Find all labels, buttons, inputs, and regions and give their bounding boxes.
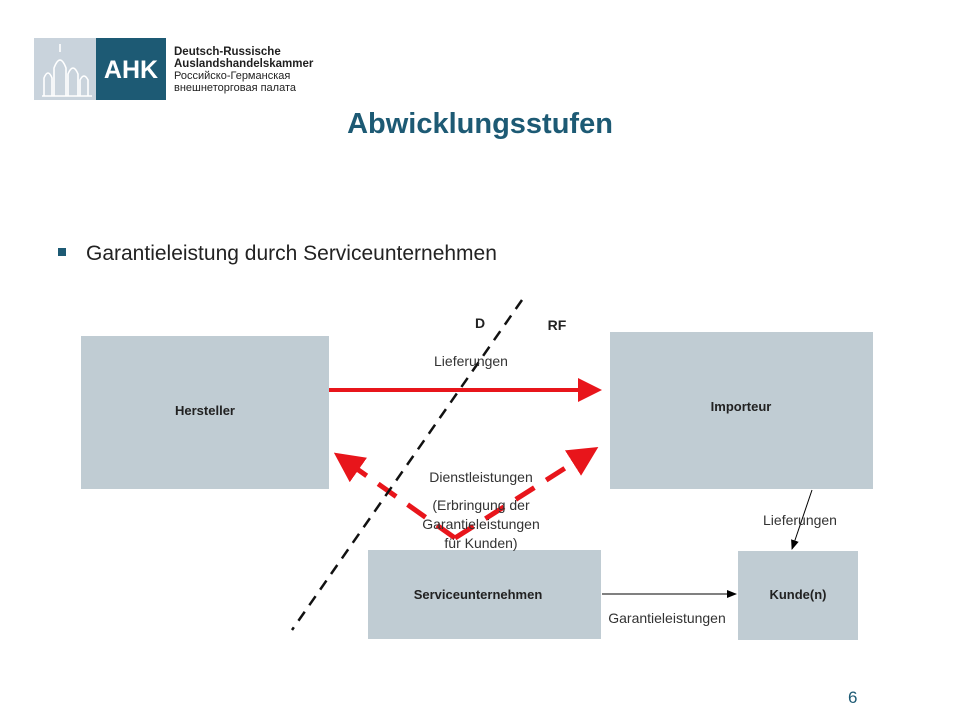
logo-line3: Российско-Германская (174, 70, 291, 82)
label-erbringung-2: Garantieleistungen (422, 516, 540, 532)
border-label-rf: RF (548, 317, 567, 333)
logo-line1: Deutsch-Russische (174, 46, 281, 58)
node-importeur (610, 332, 873, 489)
label-dienstleistungen: Dienstleistungen (429, 469, 533, 485)
ahk-logo: AHK Deutsch-Russische Auslandshandelskam… (34, 38, 313, 100)
edge-importeur-to-kunde (791, 489, 813, 550)
square-bullet-icon (58, 248, 66, 257)
node-service-label: Serviceunternehmen (414, 587, 543, 602)
label-lieferungen-top: Lieferungen (434, 353, 508, 369)
node-serviceunternehmen (368, 550, 601, 639)
logo-mark: AHK (104, 56, 158, 84)
node-kunde (738, 551, 858, 640)
node-kunde-label: Kunde(n) (769, 587, 826, 602)
logo-text: Deutsch-Russische Auslandshandelskammer … (174, 46, 313, 94)
label-erbringung-3: für Kunden) (444, 535, 517, 551)
edge-dienst-to-hersteller (333, 452, 457, 541)
label-erbringung-1: (Erbringung der (432, 497, 530, 513)
node-hersteller (81, 336, 329, 489)
label-garantieleistungen: Garantieleistungen (608, 610, 726, 626)
logo-line4: внешнеторговая палата (174, 82, 296, 94)
node-hersteller-label: Hersteller (175, 403, 235, 418)
kremlin-icon: AHK (34, 38, 166, 100)
logo-line2: Auslandshandelskammer (174, 58, 314, 70)
logo-graphic: AHK (34, 38, 166, 100)
border-line (290, 299, 524, 631)
page-number: 6 (848, 688, 858, 707)
node-importeur-label: Importeur (711, 399, 772, 414)
slide-title: Abwicklungsstufen (347, 108, 613, 140)
edge-dienst-to-importeur (453, 446, 599, 541)
bullet-text: Garantieleistung durch Serviceunternehme… (86, 242, 497, 265)
border-label-d: D (475, 315, 485, 331)
bullet-item: Garantieleistung durch Serviceunternehme… (58, 242, 497, 266)
label-lieferungen-right: Lieferungen (763, 512, 837, 528)
